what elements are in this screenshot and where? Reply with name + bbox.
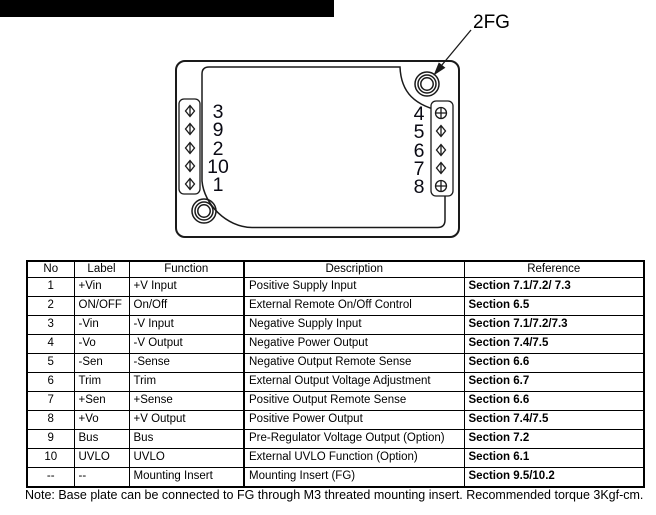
cell-label: ON/OFF	[73, 296, 130, 316]
cell-reference: Section 7.1/7.2/ 7.3	[463, 277, 645, 297]
cell-label: -Vo	[73, 334, 130, 354]
cell-function: Bus	[128, 429, 245, 449]
pin-function-table: No Label Function Description Reference …	[26, 260, 645, 488]
pin-number: 6	[414, 140, 425, 162]
cell-reference: Section 6.5	[463, 296, 645, 316]
cell-description: Positive Power Output	[243, 410, 465, 430]
pin-number: 3	[213, 101, 224, 123]
cell-label: Bus	[73, 429, 130, 449]
cell-label: +Sen	[73, 391, 130, 411]
cell-description: Positive Output Remote Sense	[243, 391, 465, 411]
pin-number: 7	[414, 158, 425, 180]
cell-no: 4	[26, 334, 75, 354]
cell-reference: Section 6.6	[463, 391, 645, 411]
header-no: No	[26, 260, 75, 278]
cell-reference: Section 7.4/7.5	[463, 410, 645, 430]
cell-description: Negative Output Remote Sense	[243, 353, 465, 373]
cell-label: +Vo	[73, 410, 130, 430]
cell-description: Negative Supply Input	[243, 315, 465, 335]
mounting-insert-bottom-left	[191, 198, 217, 224]
cell-description: External Output Voltage Adjustment	[243, 372, 465, 392]
pin-number: 1	[213, 174, 224, 196]
cell-function: +Sense	[128, 391, 245, 411]
cell-reference: Section 9.5/10.2	[463, 467, 645, 488]
cell-label: Trim	[73, 372, 130, 392]
cell-label: UVLO	[73, 448, 130, 468]
cell-function: Mounting Insert	[128, 467, 245, 488]
cell-function: -V Input	[128, 315, 245, 335]
pin-number: 5	[414, 121, 425, 143]
fg-label: 2FG	[473, 12, 510, 33]
cell-description: Positive Supply Input	[243, 277, 465, 297]
module-baseplate-outline	[201, 66, 446, 229]
cell-function: On/Off	[128, 296, 245, 316]
cell-no: 1	[26, 277, 75, 297]
cell-function: +V Output	[128, 410, 245, 430]
right-pin-numbers: 4 5 6 7 8	[414, 103, 425, 198]
cell-no: 5	[26, 353, 75, 373]
table-header-row: No Label Function Description Reference	[26, 260, 645, 278]
cell-description: External UVLO Function (Option)	[243, 448, 465, 468]
pin-number: 8	[414, 176, 425, 198]
cell-reference: Section 7.4/7.5	[463, 334, 645, 354]
cell-label: +Vin	[73, 277, 130, 297]
cell-label: -Sen	[73, 353, 130, 373]
cell-no: 10	[26, 448, 75, 468]
fg-callout-line	[441, 29, 472, 66]
pin-number: 4	[414, 103, 425, 125]
left-pin-symbols	[184, 104, 196, 191]
cell-function: +V Input	[128, 277, 245, 297]
fg-callout-arrowhead	[433, 62, 446, 76]
cell-no: 7	[26, 391, 75, 411]
cell-no: --	[26, 467, 75, 488]
cell-reference: Section 6.6	[463, 353, 645, 373]
right-pin-strip	[430, 100, 454, 197]
pin-number: 9	[213, 119, 224, 141]
mounting-insert-top-right	[414, 71, 440, 97]
cell-reference: Section 6.7	[463, 372, 645, 392]
cell-no: 8	[26, 410, 75, 430]
right-pin-symbols	[434, 106, 448, 193]
cell-reference: Section 6.1	[463, 448, 645, 468]
cell-label: -Vin	[73, 315, 130, 335]
cell-label: --	[73, 467, 130, 488]
cell-description: Negative Power Output	[243, 334, 465, 354]
header-function: Function	[128, 260, 245, 278]
cell-function: -Sense	[128, 353, 245, 373]
cell-no: 9	[26, 429, 75, 449]
cell-description: Mounting Insert (FG)	[243, 467, 465, 488]
cell-reference: Section 7.2	[463, 429, 645, 449]
cell-no: 2	[26, 296, 75, 316]
left-pin-numbers: 3 9 2 10 1	[207, 101, 229, 196]
cell-description: External Remote On/Off Control	[243, 296, 465, 316]
top-black-bar	[0, 0, 334, 17]
header-label: Label	[73, 260, 130, 278]
module-diagram: 3 9 2 10 1 4 5 6 7 8 2FG	[175, 12, 510, 238]
cell-function: UVLO	[128, 448, 245, 468]
cell-no: 6	[26, 372, 75, 392]
mounting-note: Note: Base plate can be connected to FG …	[25, 488, 644, 502]
pin-number: 10	[207, 156, 229, 178]
header-reference: Reference	[463, 260, 645, 278]
cell-no: 3	[26, 315, 75, 335]
header-description: Description	[243, 260, 465, 278]
cell-function: -V Output	[128, 334, 245, 354]
cell-function: Trim	[128, 372, 245, 392]
cell-description: Pre-Regulator Voltage Output (Option)	[243, 429, 465, 449]
cell-reference: Section 7.1/7.2/7.3	[463, 315, 645, 335]
pin-number: 2	[213, 138, 224, 160]
